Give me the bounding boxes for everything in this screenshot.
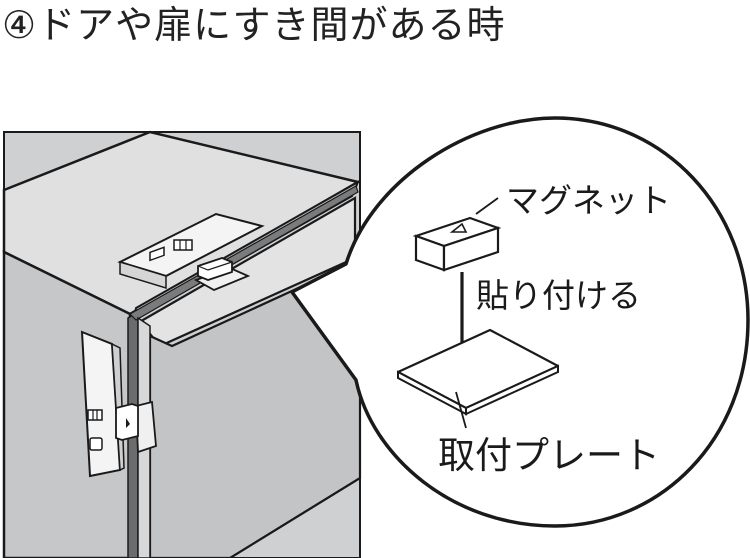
cabinet-left-face	[2, 249, 132, 558]
attach-label: 貼り付ける	[476, 276, 641, 315]
top-magnet	[197, 257, 233, 281]
page-title: ④ドアや扉にすき間がある時	[2, 3, 506, 47]
top-sensor-unit	[117, 212, 265, 291]
side-plate	[135, 400, 157, 454]
magnet-arrow-icon	[449, 222, 468, 233]
door-gap-top	[129, 185, 359, 321]
side-sensor-unit	[80, 330, 157, 478]
mounting-plate	[396, 328, 560, 416]
door-scene	[2, 130, 362, 558]
magnet-label: マグネット	[506, 181, 671, 220]
plate-label: 取付プレート	[438, 434, 660, 477]
magnet-block	[412, 216, 502, 272]
callout-bubble	[290, 116, 750, 528]
zoom-callout: マグネット 貼り付ける 取付プレート	[290, 116, 750, 528]
